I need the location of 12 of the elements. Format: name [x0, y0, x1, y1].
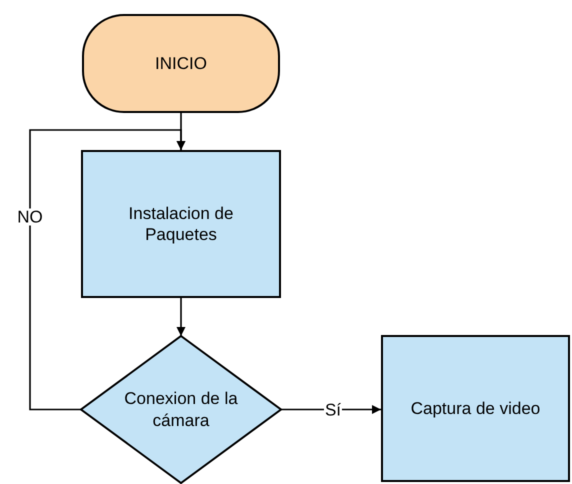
arrow [29, 129, 186, 410]
arrow [176, 298, 186, 336]
edge-label: Sí [324, 401, 342, 418]
node-label: Captura de video [410, 398, 540, 420]
node-label: Instalacion de Paquetes [128, 202, 234, 246]
node-label: Conexion de la cámara [123, 388, 239, 431]
process-box [381, 335, 570, 482]
process-box [81, 150, 281, 298]
decision-diamond [79, 334, 283, 484]
node-label: INICIO [155, 52, 207, 74]
arrow [281, 405, 381, 414]
edge-label: NO [16, 208, 44, 226]
